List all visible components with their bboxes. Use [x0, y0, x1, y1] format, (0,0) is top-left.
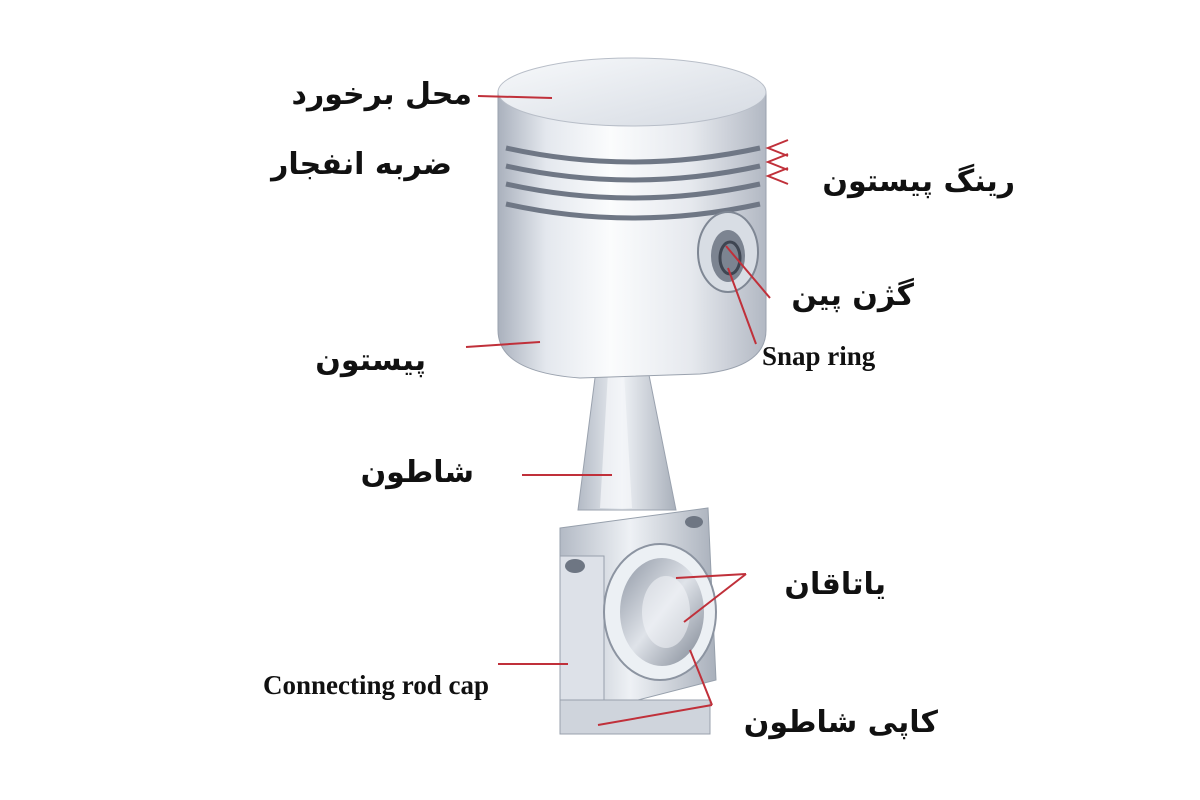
label-connecting-rod: شاطون: [360, 455, 474, 490]
leader-impact: [477, 95, 553, 99]
leader-piston: [465, 341, 541, 348]
label-piston-ring: رینگ پیستون: [822, 164, 1015, 199]
leader-cap-1: [689, 649, 713, 706]
leader-snap: [727, 267, 757, 345]
piston-crown: [497, 57, 767, 127]
leader-bearing-2: [683, 573, 747, 623]
leader-lines: [465, 95, 789, 726]
label-impact-point: محل برخورد: [291, 77, 472, 112]
leader-ring-chevron-2: [765, 153, 789, 171]
label-connecting-rod-cap-fa: کاپی شاطون: [743, 705, 938, 740]
leader-bearing-1: [675, 573, 747, 579]
leader-ring-chevron-1: [765, 139, 789, 157]
rod-cap: [559, 699, 711, 735]
label-bearing: یاتاقان: [784, 567, 886, 602]
leader-ring-chevron-3: [765, 167, 789, 185]
leader-cap-2: [597, 704, 713, 726]
piston-body: [497, 57, 767, 379]
rod-big-end: [559, 507, 717, 735]
label-explosion-impact: ضربه انفجار: [271, 147, 452, 182]
piston-ring-grooves: [505, 145, 761, 221]
label-connecting-rod-cap-en: Connecting rod cap: [263, 670, 490, 700]
label-piston: پیستون: [315, 343, 426, 378]
label-snap-ring: Snap ring: [762, 341, 876, 371]
leader-gudgeon: [725, 245, 771, 299]
label-gudgeon-pin: گژن پین: [791, 278, 914, 313]
